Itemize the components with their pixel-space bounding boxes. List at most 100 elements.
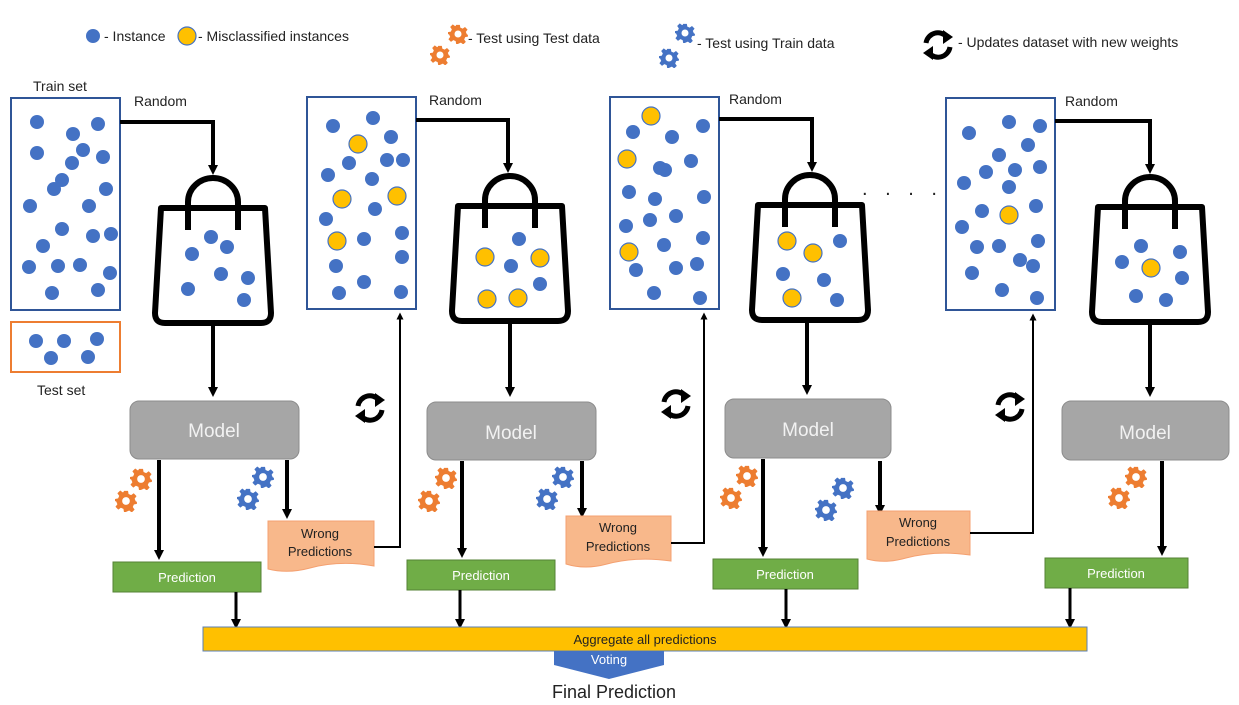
wrong-predictions-1: Wrong Predictions (267, 520, 375, 572)
instance-dot (181, 282, 195, 296)
instance-dot (30, 115, 44, 129)
instance-dot (1175, 271, 1189, 285)
instance-dot (992, 148, 1006, 162)
prediction-1-label: Prediction (158, 570, 216, 585)
wrong-predictions-3-line1: Wrong (899, 515, 937, 530)
refresh-legend-icon (923, 30, 953, 60)
instance-dot (45, 286, 59, 300)
aggregate-label: Aggregate all predictions (573, 632, 717, 647)
orange-gear-icon (736, 465, 758, 487)
instance-dot (1008, 163, 1022, 177)
misclassified-instance (332, 189, 352, 209)
instance-dot (629, 263, 643, 277)
prediction-3: Prediction (712, 558, 859, 590)
orange-gear-icon (1125, 466, 1147, 488)
instance-dot (1031, 234, 1045, 248)
model-n: Model (1061, 400, 1230, 461)
instance-dot (380, 153, 394, 167)
test-gears-n (1108, 466, 1147, 509)
instance-dot (955, 220, 969, 234)
aggregate-bar: Aggregate all predictions (202, 626, 1088, 652)
instance-dot (384, 130, 398, 144)
instance-dot (669, 209, 683, 223)
instance-dot (622, 185, 636, 199)
instance-dot (214, 267, 228, 281)
instance-dot (619, 219, 633, 233)
feedback-arrow-2 (671, 312, 708, 544)
test-instance-dot (57, 334, 71, 348)
instance-dot (992, 239, 1006, 253)
test-gears-1 (115, 468, 152, 512)
test-set-box (10, 321, 121, 373)
misclassified-instance (777, 231, 797, 251)
instance-dot (329, 259, 343, 273)
instance-dot (396, 153, 410, 167)
instance-dot (1129, 289, 1143, 303)
train-gears-3 (815, 477, 854, 521)
instance-dot (1021, 138, 1035, 152)
instance-dot (697, 190, 711, 204)
instance-dot (643, 213, 657, 227)
instance-dot (51, 259, 65, 273)
misclassified-instance (641, 106, 661, 126)
instance-dot (669, 261, 683, 275)
orange-gear-icon (720, 487, 742, 509)
instance-dot (693, 291, 707, 305)
misclassified-instance (477, 289, 497, 309)
instance-dot (91, 283, 105, 297)
misclassified-instance (782, 288, 802, 308)
random-arrow-1 (120, 120, 218, 175)
instance-dot (326, 119, 340, 133)
instance-dot (657, 238, 671, 252)
misclassified-instance (530, 248, 550, 268)
test-instance-dot (29, 334, 43, 348)
instance-dot (830, 293, 844, 307)
blue-gear-icon (552, 466, 574, 488)
model-to-prediction-arrows (154, 459, 1167, 560)
bag-to-model-arrows (208, 322, 1155, 397)
random-arrow-4 (1055, 119, 1155, 174)
instance-dot (512, 232, 526, 246)
instance-dot (204, 230, 218, 244)
wrong-predictions-2: Wrong Predictions (565, 515, 672, 568)
instance-dot (319, 212, 333, 226)
instance-dot (533, 277, 547, 291)
instance-dot (975, 204, 989, 218)
instance-dot (1159, 293, 1173, 307)
test-instance-dot (81, 350, 95, 364)
test-gear-legend-icon-2 (430, 45, 450, 65)
model-1-label: Model (188, 421, 240, 442)
instance-dot (665, 130, 679, 144)
instance-dot (979, 165, 993, 179)
voting-arrow: Voting (554, 651, 664, 679)
instance-dot (1134, 239, 1148, 253)
instance-dot (357, 232, 371, 246)
instance-dot (1173, 245, 1187, 259)
instance-dot (696, 231, 710, 245)
instance-dot (504, 259, 518, 273)
instance-dot (626, 125, 640, 139)
model-3-label: Model (782, 420, 834, 441)
instance-dot (690, 257, 704, 271)
refresh-icon-1 (355, 393, 385, 423)
instance-dot (696, 119, 710, 133)
refresh-icon-3 (995, 392, 1025, 422)
misclassified-instance (475, 247, 495, 267)
misclassified-instance (508, 288, 528, 308)
instance-dot (1033, 160, 1047, 174)
instance-dot (321, 168, 335, 182)
instance-dot (342, 156, 356, 170)
instance-dot (833, 234, 847, 248)
bag-icon (152, 175, 274, 326)
train-gear-legend-icon (675, 23, 695, 43)
refresh-icon-2 (661, 389, 691, 419)
legend-misclassified-label: - Misclassified instances (198, 28, 349, 44)
feedback-arrows (374, 312, 1037, 548)
instance-dot (1013, 253, 1027, 267)
instance-dot (1002, 180, 1016, 194)
misclassified-instance (619, 242, 639, 262)
prediction-1: Prediction (112, 561, 262, 593)
misclassified-instance (348, 134, 368, 154)
prediction-2-label: Prediction (452, 568, 510, 583)
